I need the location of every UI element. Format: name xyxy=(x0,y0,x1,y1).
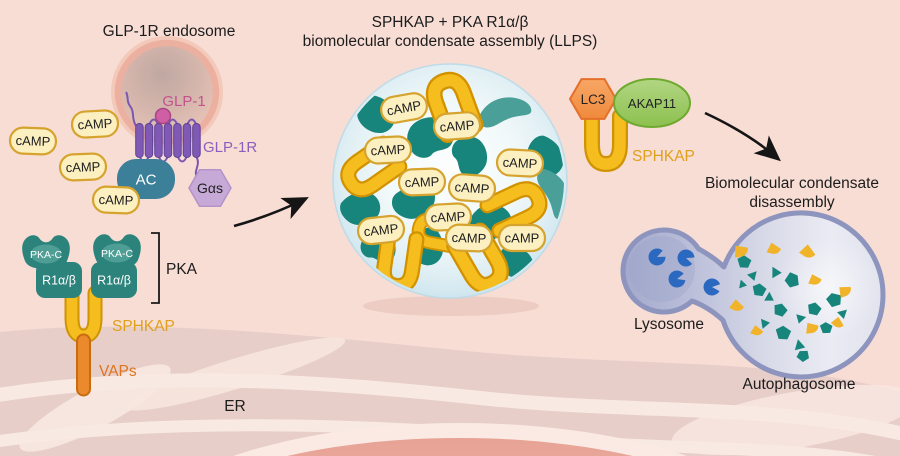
lc3-hexagon xyxy=(568,78,618,120)
lc3-akap11-sphkap: LC3 AKAP11 SPHKAP xyxy=(568,78,695,173)
lysosome-label: Lysosome xyxy=(634,316,704,333)
camp-pill: cAMP xyxy=(380,92,428,124)
camp-label: cAMP xyxy=(65,159,100,175)
sphkap-right-label: SPHKAP xyxy=(632,148,695,165)
vaps-label: VAPs xyxy=(99,363,137,380)
nucleus xyxy=(287,438,633,456)
camp-pill: cAMP xyxy=(70,109,120,139)
autophagosome-label: Autophagosome xyxy=(743,376,856,393)
glp1-ligand xyxy=(154,107,172,125)
camp-label: cAMP xyxy=(430,209,465,226)
sphkap-label: SPHKAP xyxy=(112,318,175,335)
autophagosome-sheen xyxy=(774,238,882,338)
disassembly-arrow xyxy=(704,111,781,162)
camp-label: cAMP xyxy=(370,142,405,159)
camp-pill: cAMP xyxy=(58,152,108,182)
condensate-shadow xyxy=(363,296,539,316)
pkac-subunit: PKA-C xyxy=(22,235,70,269)
camp-label: cAMP xyxy=(505,231,540,246)
glp1r-receptor-helices xyxy=(135,123,201,158)
ac-label: AC xyxy=(136,172,157,189)
camp-pill: cAMP xyxy=(363,135,413,165)
camp-label: cAMP xyxy=(77,116,112,133)
akap11-label: AKAP11 xyxy=(628,96,676,111)
camp-pill: cAMP xyxy=(447,173,497,203)
disassembly-title-line2: disassembly xyxy=(749,194,835,211)
er-label: ER xyxy=(224,398,246,415)
camp-label: cAMP xyxy=(15,133,50,149)
receptor-n-terminus xyxy=(125,91,137,127)
camp-label: cAMP xyxy=(502,155,537,172)
lc3-label: LC3 xyxy=(581,92,606,107)
r1ab-label: R1α/β xyxy=(97,274,131,288)
akap11-ellipse xyxy=(613,78,691,128)
pka-bracket xyxy=(151,232,160,304)
r1ab-label: R1α/β xyxy=(42,274,76,288)
glp1r-label: GLP-1R xyxy=(203,139,257,156)
pka-sphkap-complex: PKA-C PKA-C R1α/β R1α/β PKA SPHKAP VAPs xyxy=(22,232,198,397)
assembly-title-line2: biomolecular condensate assembly (LLPS) xyxy=(303,33,598,50)
pkac-subunit: PKA-C xyxy=(93,234,141,268)
pka-label: PKA xyxy=(166,261,198,278)
camp-pill: cAMP xyxy=(432,111,482,141)
condensate: cAMP cAMP cAMP cAMP cAMP cAMP xyxy=(332,63,568,316)
camp-pill: cAMP xyxy=(356,214,406,246)
camp-label: cAMP xyxy=(386,98,423,119)
camp-pill: cAMP xyxy=(397,167,447,197)
camp-pill: cAMP xyxy=(495,148,545,178)
lysosome-lumen xyxy=(629,236,695,302)
r1ab-subunit xyxy=(36,262,82,298)
pkac-label: PKA-C xyxy=(101,248,134,260)
endosome-title: GLP-1R endosome xyxy=(103,23,236,40)
camp-label: cAMP xyxy=(404,174,439,190)
gas-label: Gαs xyxy=(197,180,223,196)
disassembly-title-line1: Biomolecular condensate xyxy=(705,175,879,192)
camp-label: cAMP xyxy=(439,117,475,134)
camp-label: cAMP xyxy=(451,230,486,246)
assembly-arrow xyxy=(233,197,309,228)
camp-label: cAMP xyxy=(98,192,133,208)
glp1r-endosome: GLP-1 GLP-1R AC Gαs xyxy=(111,36,257,207)
camp-pill: cAMP xyxy=(497,223,547,253)
autolysosome xyxy=(620,210,886,380)
free-camp-group: cAMP cAMP cAMP cAMP xyxy=(8,109,141,215)
camp-label: cAMP xyxy=(363,221,399,240)
camp-pill: cAMP xyxy=(444,223,494,253)
er-region xyxy=(0,326,900,456)
r1ab-subunit xyxy=(91,262,137,298)
camp-label: cAMP xyxy=(454,179,490,196)
assembly-title-line1: SPHKAP + PKA R1α/β xyxy=(372,14,529,31)
camp-pill: cAMP xyxy=(91,185,141,215)
sphkap-u xyxy=(586,110,626,170)
pkac-label: PKA-C xyxy=(30,249,63,261)
condensate-camp-group: cAMP cAMP cAMP cAMP cAMP cAMP xyxy=(356,92,547,253)
camp-pill: cAMP xyxy=(8,126,58,156)
glp1-label: GLP-1 xyxy=(162,93,205,110)
gas-protein xyxy=(188,169,232,207)
